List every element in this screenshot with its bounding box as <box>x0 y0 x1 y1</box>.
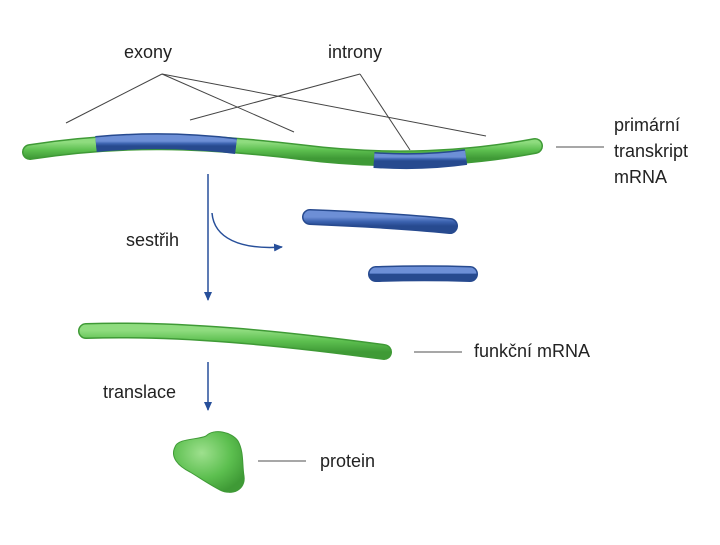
primary-transcript <box>22 133 543 169</box>
introns-label: introny <box>328 42 383 62</box>
functional-mrna-label: funkční mRNA <box>474 341 591 361</box>
splicing-label: sestřih <box>126 230 180 250</box>
primary-transcript-label-line: primární <box>614 115 681 135</box>
exon-pointer-lines <box>65 73 487 137</box>
protein-blob <box>173 431 245 493</box>
intron-pointer-lines <box>189 73 411 151</box>
excised-intron-2 <box>368 265 478 282</box>
protein-label: protein <box>320 451 376 471</box>
translation-label: translace <box>103 382 177 402</box>
functional-mrna <box>78 322 392 360</box>
intron-removal-arrow <box>211 212 283 252</box>
excised-intron-1 <box>302 209 458 234</box>
primary-transcript-label-line: transkript <box>614 141 689 161</box>
primary-transcript-label-line: mRNA <box>614 167 667 187</box>
primary-transcript-label: primární transkript mRNA <box>614 112 688 190</box>
exons-label: exony <box>124 42 173 62</box>
